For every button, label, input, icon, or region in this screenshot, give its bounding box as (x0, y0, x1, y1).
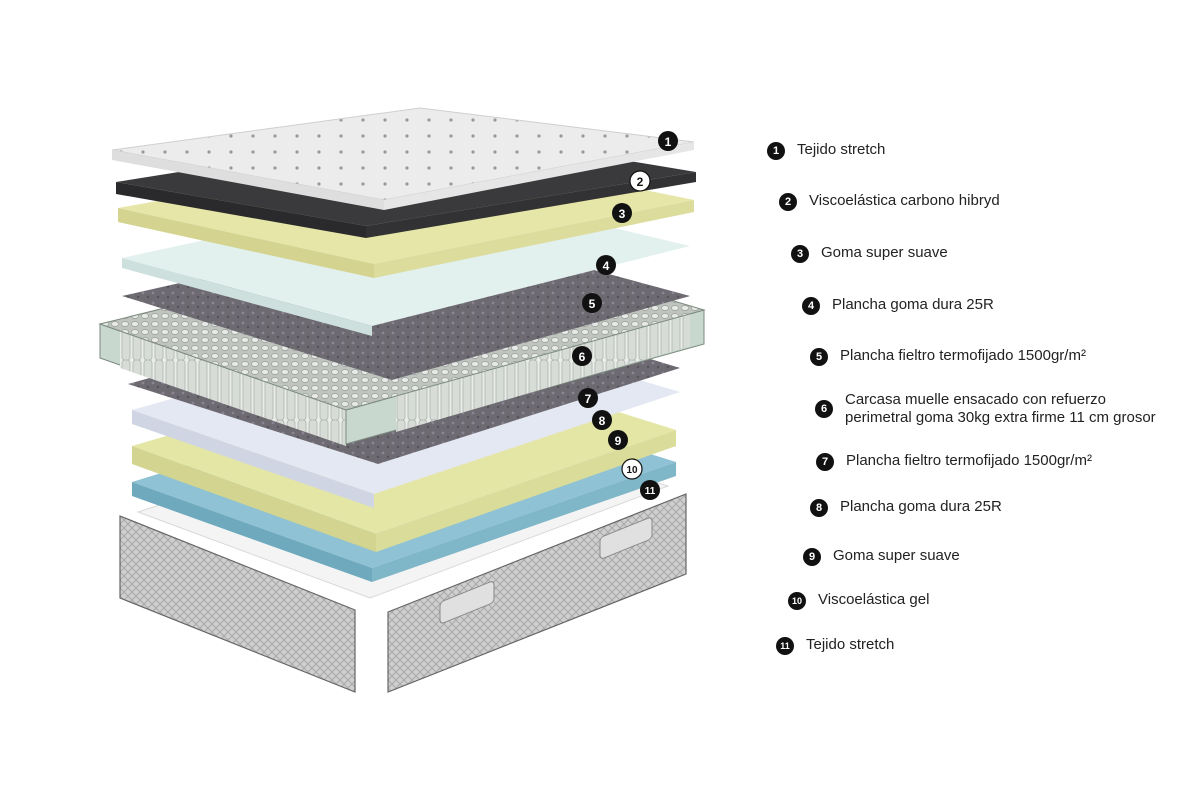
legend-number-badge: 8 (810, 499, 828, 517)
legend-label: Plancha fieltro termofijado 1500gr/m² (846, 452, 1092, 469)
legend-number-badge: 4 (802, 297, 820, 315)
callout-badges: 1 2 3 4 5 6 7 8 9 10 11 (572, 131, 678, 500)
callout-2: 2 (629, 170, 651, 192)
mattress-layers-diagram: 1 2 3 4 5 6 7 8 9 10 11 (98, 107, 706, 693)
svg-text:5: 5 (589, 297, 596, 311)
legend-item: 5 Plancha fieltro termofijado 1500gr/m² (810, 347, 1086, 366)
legend-number-badge: 7 (816, 453, 834, 471)
callout-10: 10 (621, 458, 643, 480)
legend-item: 11 Tejido stretch (776, 636, 894, 655)
callout-6: 6 (572, 346, 592, 366)
legend-label: Goma super suave (833, 547, 960, 564)
svg-text:4: 4 (603, 259, 610, 273)
mattress-border-panels (119, 493, 687, 693)
legend-label-line-2: perimetral goma 30kg extra firme 11 cm g… (845, 409, 1156, 426)
legend-label: Viscoelástica carbono hibryd (809, 192, 1000, 209)
border-panel-left (119, 515, 356, 693)
legend-item: 9 Goma super suave (803, 547, 960, 566)
handle-left (439, 581, 495, 624)
legend-label: Tejido stretch (806, 636, 895, 653)
svg-text:8: 8 (599, 414, 606, 428)
legend-number-badge: 10 (788, 592, 806, 610)
svg-text:2: 2 (637, 175, 644, 189)
legend-label: Plancha goma dura 25R (840, 498, 1002, 515)
svg-text:3: 3 (619, 207, 626, 221)
callout-4: 4 (596, 255, 616, 275)
legend-item: 2 Viscoelástica carbono hibryd (779, 192, 1000, 211)
legend-number-badge: 11 (776, 637, 794, 655)
legend-item: 6 Carcasa muelle ensacado con refuerzo p… (815, 391, 1156, 427)
legend-number-badge: 3 (791, 245, 809, 263)
legend-number-badge: 1 (767, 142, 785, 160)
legend-item: 10 Viscoelástica gel (788, 591, 929, 610)
legend-number-badge: 5 (810, 348, 828, 366)
legend-item: 8 Plancha goma dura 25R (810, 498, 1002, 517)
legend-label: Viscoelástica gel (818, 591, 930, 608)
callout-7: 7 (578, 388, 598, 408)
svg-text:6: 6 (579, 350, 586, 364)
callout-11: 11 (640, 480, 660, 500)
legend-label: Carcasa muelle ensacado con refuerzo (845, 391, 1106, 408)
legend-label: Plancha fieltro termofijado 1500gr/m² (840, 347, 1086, 364)
legend-number-badge: 9 (803, 548, 821, 566)
callout-5: 5 (582, 293, 602, 313)
legend-label: Goma super suave (821, 244, 948, 261)
svg-text:1: 1 (665, 135, 672, 149)
legend-item: 7 Plancha fieltro termofijado 1500gr/m² (816, 452, 1092, 471)
svg-text:7: 7 (585, 392, 592, 406)
legend-label: Plancha goma dura 25R (832, 296, 994, 313)
callout-8: 8 (592, 410, 612, 430)
svg-text:10: 10 (626, 465, 638, 476)
legend-number-badge: 2 (779, 193, 797, 211)
legend-item: 4 Plancha goma dura 25R (802, 296, 994, 315)
legend-number-badge: 6 (815, 400, 833, 418)
svg-text:11: 11 (645, 486, 656, 497)
callout-9: 9 (608, 430, 628, 450)
legend-item: 3 Goma super suave (791, 244, 948, 263)
legend-label: Tejido stretch (797, 141, 886, 158)
callout-3: 3 (612, 203, 632, 223)
callout-1: 1 (658, 131, 678, 151)
handle-right (599, 517, 653, 559)
legend-item: 1 Tejido stretch (767, 141, 885, 160)
svg-text:9: 9 (615, 434, 622, 448)
